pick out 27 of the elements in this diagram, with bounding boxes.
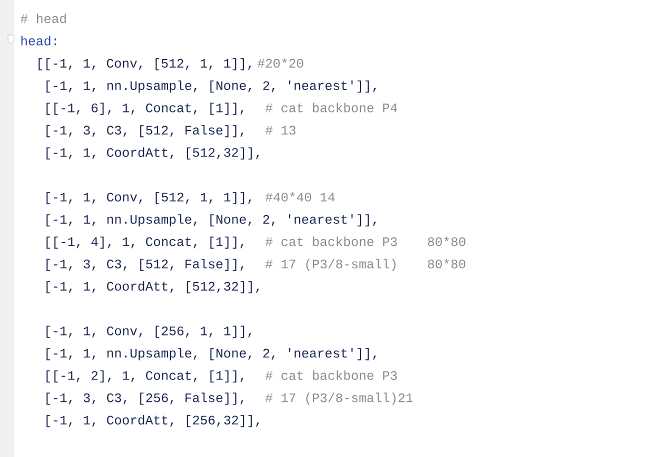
code-comment: #20*20 (258, 58, 304, 68)
yaml-key: head: (21, 36, 56, 46)
code-comment: # cat backbone P4 (265, 102, 398, 112)
code-line: [[-1, 4], 1, Concat, [1]], (46, 236, 244, 249)
code-comment: 80*80 (428, 258, 466, 268)
code-line: [-1, 1, nn.Upsample, [None, 2, 'nearest']], (46, 348, 376, 360)
code-comment: # cat backbone P3 (265, 236, 397, 246)
code-line: [-1, 1, nn.Upsample, [None, 2, 'nearest']], (46, 214, 376, 226)
code-comment: # 13 (265, 126, 296, 135)
code-line: [[-1, 6], 1, Concat, [1]], (46, 102, 244, 115)
code-line: [-1, 1, Conv, [256, 1, 1]], (46, 326, 252, 338)
code-line: [[-1, 1, Conv, [512, 1, 1]], (38, 58, 251, 70)
code-line: [-1, 1, CoordAtt, [256,32]], (46, 414, 259, 428)
code-line: [-1, 3, C3, [256, False]], (46, 392, 244, 405)
code-line: [-1, 3, C3, [512, False]], (46, 258, 244, 271)
code-comment: # head (20, 14, 66, 24)
code-line: [-1, 1, Conv, [512, 1, 1]], (46, 192, 252, 204)
code-comment: # 17 (P3/8-small)21 (265, 392, 413, 405)
code-comment: #40*40 14 (265, 192, 335, 202)
code-comment: # cat backbone P3 (265, 370, 397, 380)
code-line: [-1, 1, CoordAtt, [512,32]], (46, 147, 259, 160)
code-line: [-1, 1, CoordAtt, [512,32]], (46, 281, 259, 294)
code-comment: # 17 (P3/8-small) (265, 258, 396, 271)
code-line: [-1, 3, C3, [512, False]], (46, 125, 244, 138)
code-line: [[-1, 2], 1, Concat, [1]], (46, 370, 244, 382)
code-line: [-1, 1, nn.Upsample, [None, 2, 'nearest']], (46, 80, 376, 93)
code-comment: 80*80 (428, 236, 466, 246)
